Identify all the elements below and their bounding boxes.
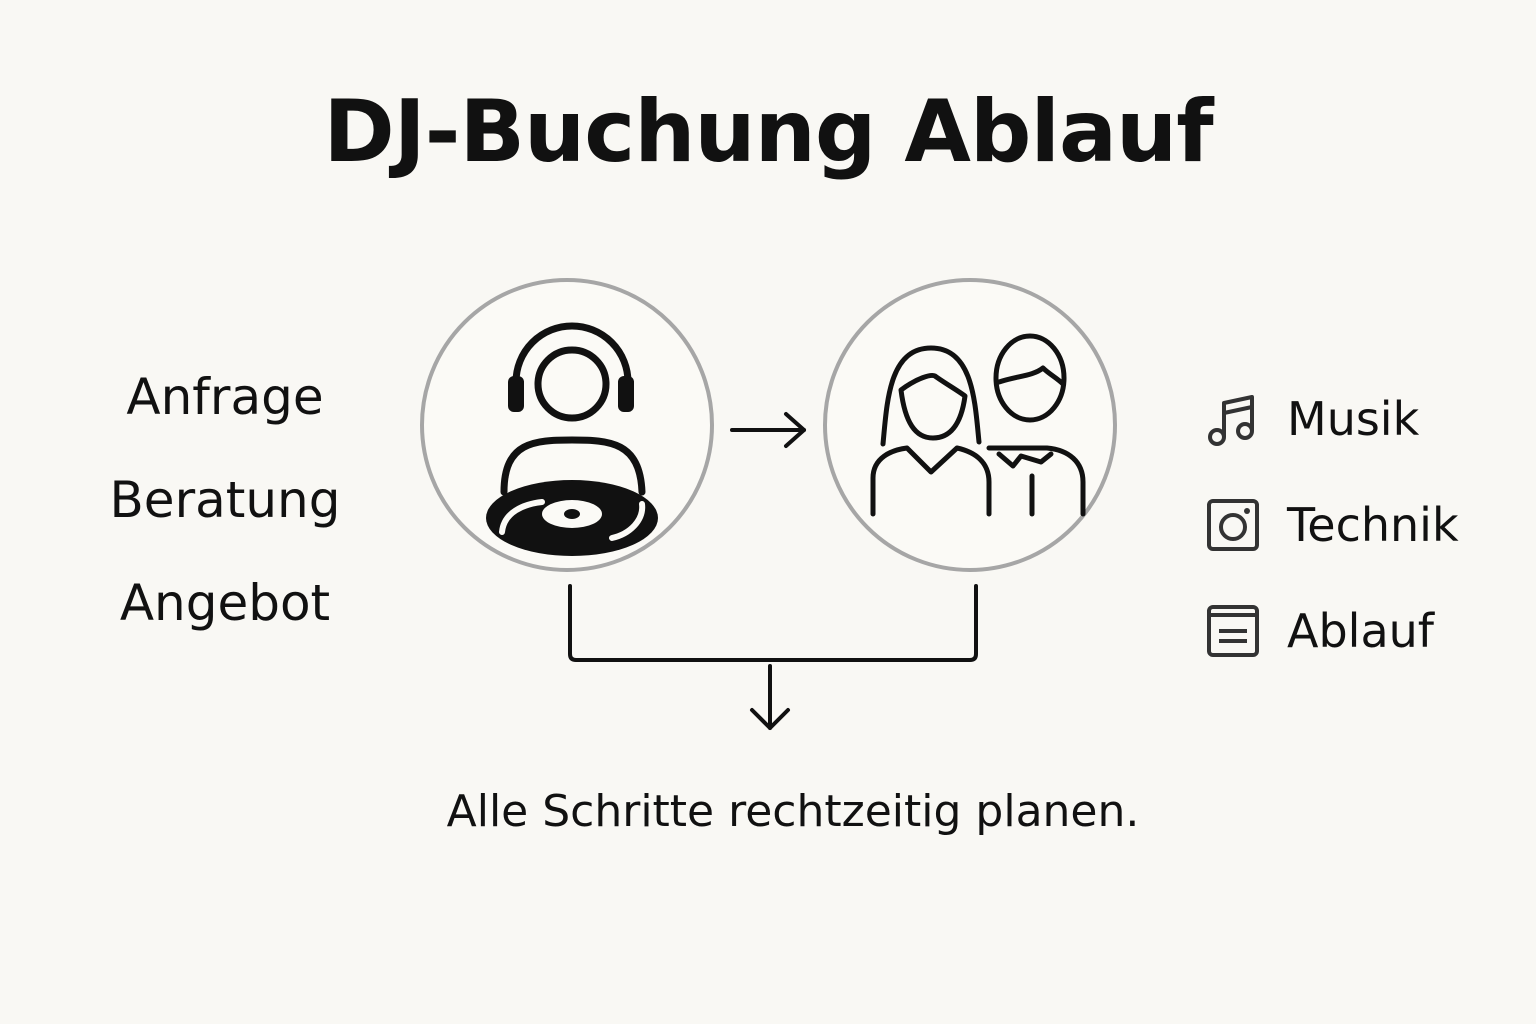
dj-node: [420, 278, 714, 572]
camera-icon: [1207, 499, 1259, 551]
couple-node: [823, 278, 1117, 572]
feature-musik: Musik: [1205, 366, 1459, 472]
feature-technik: Technik: [1205, 472, 1459, 578]
step-beratung: Beratung: [109, 471, 341, 529]
feature-label: Ablauf: [1287, 604, 1434, 658]
footer-note: Alle Schritte rechtzeitig planen.: [446, 786, 1140, 837]
step-anfrage: Anfrage: [126, 368, 324, 426]
process-steps: Anfrage Beratung Angebot: [90, 365, 360, 674]
dj-headphones-turntable-icon: [486, 322, 658, 556]
feature-list: Musik Technik Ablauf: [1205, 366, 1459, 684]
arrow-right-icon: [730, 412, 806, 448]
diagram-title: DJ-Buchung Ablauf: [323, 82, 1213, 182]
feature-label: Technik: [1287, 498, 1459, 552]
feature-label: Musik: [1287, 392, 1420, 446]
couple-icon: [870, 333, 1086, 517]
step-angebot: Angebot: [119, 574, 331, 632]
merge-connector-arrow: [568, 584, 978, 730]
schedule-list-icon: [1207, 605, 1259, 657]
feature-ablauf: Ablauf: [1205, 578, 1459, 684]
music-note-icon: [1208, 395, 1254, 446]
